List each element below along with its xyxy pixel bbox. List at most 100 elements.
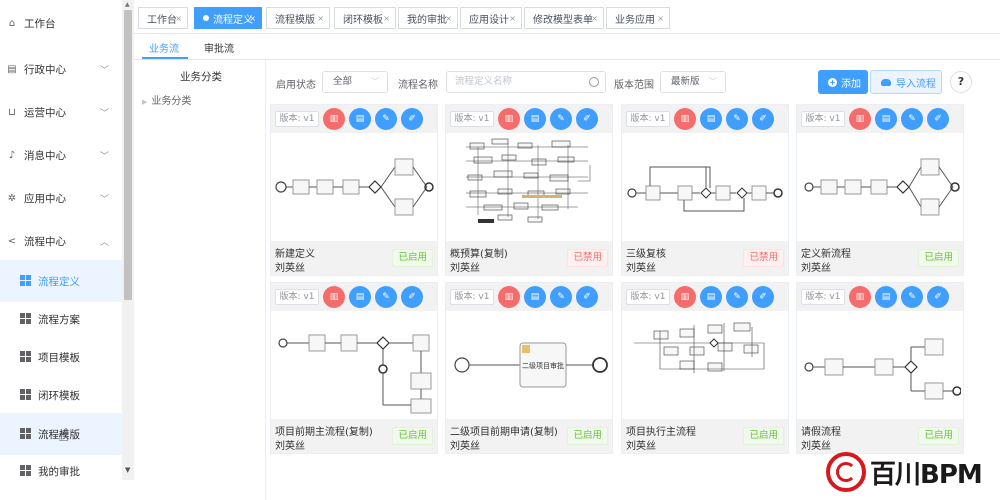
close-icon[interactable]: × (175, 13, 182, 23)
edit-button[interactable]: ✐ (752, 286, 774, 308)
scroll-up-icon[interactable]: ▲ (125, 1, 130, 8)
close-icon[interactable]: × (249, 13, 256, 23)
sidebar-scrollbar[interactable]: ▲ ▼ (122, 0, 134, 480)
tab-approval-flow[interactable]: 审批流 (204, 44, 234, 55)
edit-button[interactable]: ✐ (576, 286, 598, 308)
tab-closed-loop-template[interactable]: 闭环模板× (334, 7, 396, 29)
process-card[interactable]: 版本: v1▥▤✎✐项目前期主流程(复制)刘英丝已启用 (270, 282, 438, 454)
grid-icon (20, 465, 31, 476)
version-select[interactable]: 最新版﹀ (660, 71, 726, 93)
close-icon[interactable]: × (509, 13, 516, 23)
logo-text: 百川BPM (870, 460, 983, 490)
process-diagram-thumbnail[interactable] (624, 135, 786, 239)
search-icon[interactable] (589, 77, 599, 87)
caret-right-icon[interactable]: ▶ (142, 98, 148, 106)
delete-button[interactable]: ▥ (323, 286, 345, 308)
view-button[interactable]: ▤ (524, 108, 546, 130)
design-button[interactable]: ✎ (550, 108, 572, 130)
sidebar-item-messages[interactable]: ♪ 消息中心 ﹀ (0, 134, 122, 176)
name-search-input[interactable]: 流程定义名称 (446, 71, 606, 93)
add-button[interactable]: +添加 (818, 70, 868, 94)
view-button[interactable]: ▤ (875, 286, 897, 308)
tab-app-design[interactable]: 应用设计× (460, 7, 522, 29)
view-button[interactable]: ▤ (700, 108, 722, 130)
process-card[interactable]: 版本: v1▥▤✎✐二级项目审批二级项目前期申请(复制)刘英丝已启用 (445, 282, 613, 454)
edit-button[interactable]: ✐ (927, 286, 949, 308)
close-icon[interactable]: × (317, 13, 324, 23)
edit-icon: ✐ (583, 114, 591, 124)
tab-business-app[interactable]: 业务应用× (606, 7, 670, 29)
process-card[interactable]: 版本: v1▥▤✎✐新建定义刘英丝已启用 (270, 104, 438, 276)
design-button[interactable]: ✎ (726, 108, 748, 130)
process-card[interactable]: 版本: v1▥▤✎✐三级复核刘英丝已禁用 (621, 104, 789, 276)
sidebar-subitem-closed-loop-template[interactable]: 闭环模板 (0, 374, 122, 416)
edit-button[interactable]: ✐ (401, 286, 423, 308)
close-icon[interactable]: × (657, 13, 664, 23)
design-button[interactable]: ✎ (375, 108, 397, 130)
delete-button[interactable]: ▥ (323, 108, 345, 130)
process-diagram-thumbnail[interactable] (799, 135, 961, 239)
delete-button[interactable]: ▥ (674, 108, 696, 130)
sidebar-subitem-process-template[interactable]: 流程模版 (0, 413, 122, 455)
sidebar-subitem-process-definition[interactable]: 流程定义 (0, 260, 122, 302)
status-badge: 已启用 (743, 427, 784, 445)
tree-node-business-category[interactable]: ▶业务分类 (142, 92, 191, 107)
sidebar-subitem-my-approvals[interactable]: 我的审批 (0, 450, 122, 492)
import-process-button[interactable]: 导入流程 (870, 70, 942, 94)
tab-business-flow[interactable]: 业务流 (149, 44, 179, 55)
delete-button[interactable]: ▥ (849, 286, 871, 308)
design-button[interactable]: ✎ (726, 286, 748, 308)
process-card[interactable]: 版本: v1▥▤✎✐项目执行主流程刘英丝已启用 (621, 282, 789, 454)
edit-button[interactable]: ✐ (576, 108, 598, 130)
delete-button[interactable]: ▥ (498, 108, 520, 130)
process-diagram-thumbnail[interactable] (624, 313, 786, 417)
sidebar-subitem-process-scheme[interactable]: 流程方案 (0, 298, 122, 340)
tab-process-definition[interactable]: 流程定义× (194, 7, 262, 29)
delete-button[interactable]: ▥ (849, 108, 871, 130)
view-button[interactable]: ▤ (349, 286, 371, 308)
edit-button[interactable]: ✐ (927, 108, 949, 130)
tab-my-approvals[interactable]: 我的审批× (398, 7, 458, 29)
status-select[interactable]: 全部﹀ (322, 71, 388, 93)
design-button[interactable]: ✎ (901, 286, 923, 308)
process-card[interactable]: 版本: v1▥▤✎✐概预算(复制)刘英丝已禁用 (445, 104, 613, 276)
tab-edit-model-form[interactable]: 修改模型表单× (524, 7, 604, 29)
design-button[interactable]: ✎ (375, 286, 397, 308)
card-toolbar: 版本: v1▥▤✎✐ (446, 105, 612, 133)
close-icon[interactable]: × (383, 13, 390, 23)
sidebar-item-apps[interactable]: ✲ 应用中心 ﹀ (0, 177, 122, 219)
sidebar-subitem-project-template[interactable]: 项目模板 (0, 336, 122, 378)
close-icon[interactable]: × (591, 13, 598, 23)
tab-process-template[interactable]: 流程模版× (266, 7, 330, 29)
scrollbar-thumb[interactable] (124, 10, 132, 300)
process-diagram-thumbnail[interactable] (273, 313, 435, 417)
view-button[interactable]: ▤ (349, 108, 371, 130)
trash-icon: ▥ (680, 292, 690, 302)
sidebar-item-operations[interactable]: ⊔ 运营中心 ﹀ (0, 91, 122, 133)
edit-button[interactable]: ✐ (401, 108, 423, 130)
scroll-down-icon[interactable]: ▼ (125, 466, 131, 474)
view-button[interactable]: ▤ (524, 286, 546, 308)
design-button[interactable]: ✎ (901, 108, 923, 130)
close-icon[interactable]: × (445, 13, 452, 23)
sidebar-item-admin[interactable]: ▤ 行政中心 ﹀ (0, 48, 122, 90)
delete-button[interactable]: ▥ (498, 286, 520, 308)
process-card[interactable]: 版本: v1▥▤✎✐定义新流程刘英丝已启用 (796, 104, 964, 276)
edit-button[interactable]: ✐ (752, 108, 774, 130)
view-button[interactable]: ▤ (700, 286, 722, 308)
design-button[interactable]: ✎ (550, 286, 572, 308)
process-diagram-thumbnail[interactable] (799, 313, 961, 417)
view-button[interactable]: ▤ (875, 108, 897, 130)
delete-button[interactable]: ▥ (674, 286, 696, 308)
process-card[interactable]: 版本: v1▥▤✎✐请假流程刘英丝已启用 (796, 282, 964, 454)
sidebar-item-workbench[interactable]: ⌂ 工作台 (0, 2, 122, 44)
process-diagram-thumbnail[interactable] (273, 135, 435, 239)
process-diagram-thumbnail[interactable]: 二级项目审批 (448, 313, 610, 417)
process-diagram-thumbnail[interactable] (448, 135, 610, 239)
status-filter-label: 启用状态 (276, 80, 316, 91)
process-name: 项目执行主流程 (626, 427, 696, 438)
tab-workbench[interactable]: 工作台× (138, 7, 188, 29)
help-button[interactable]: ? (950, 71, 972, 93)
sidebar-item-process-center[interactable]: < 流程中心 ︿ (0, 220, 122, 262)
brand-logo: 百川BPM (826, 450, 996, 496)
